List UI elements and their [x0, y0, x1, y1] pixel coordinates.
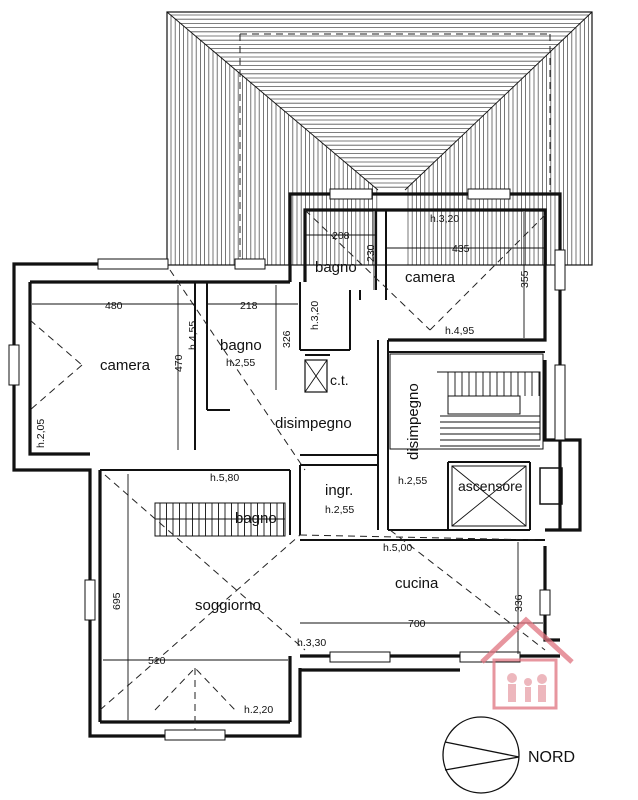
windows — [8, 188, 566, 741]
stairwell — [389, 353, 544, 450]
elevator-shaft — [451, 465, 563, 527]
height-bagno-left: h.2,55 — [226, 357, 255, 369]
height-soggiorno-bottom: h.3,30 — [297, 637, 326, 649]
room-disimpegno-vertical: disimpegno — [405, 383, 422, 460]
height-camera-window: h.2,05 — [35, 419, 47, 448]
north-compass: NORD — [442, 716, 575, 794]
dim-230: 230 — [365, 244, 377, 262]
height-disimpegno: h.2,55 — [398, 475, 427, 487]
dim-510: 510 — [148, 655, 166, 667]
room-camera-right: camera — [405, 269, 456, 286]
height-camera-right-bottom: h.4,95 — [445, 325, 474, 337]
room-cucina: cucina — [395, 575, 439, 592]
room-bagno-left: bagno — [220, 337, 262, 354]
height-cucina: h.5,00 — [383, 542, 412, 554]
compass-label: NORD — [528, 749, 575, 766]
inner-walls — [100, 210, 545, 541]
height-bay-window: h.2,20 — [244, 704, 273, 716]
height-camera-right-top: h.3,20 — [430, 213, 459, 225]
room-ingr: ingr. — [325, 482, 353, 499]
room-ascensore: ascensore — [458, 478, 523, 494]
dim-700: 700 — [408, 618, 426, 630]
room-ct: c.t. — [330, 372, 349, 388]
dim-355: 355 — [519, 270, 531, 288]
dim-480: 480 — [105, 300, 123, 312]
height-bagno-top: h.3,20 — [309, 301, 321, 330]
room-bagno-stairs: bagno — [235, 510, 277, 527]
dimension-lines — [32, 212, 545, 720]
staircase-soggiorno — [154, 502, 286, 537]
height-soggiorno-top: h.5,80 — [210, 472, 239, 484]
dim-326: 326 — [281, 330, 293, 348]
height-ingr: h.2,55 — [325, 504, 354, 516]
dim-695: 695 — [111, 592, 123, 610]
roof-area — [166, 11, 593, 266]
room-disimpegno-center: disimpegno — [275, 415, 352, 432]
diagonal-lines — [29, 209, 546, 730]
dim-218: 218 — [240, 300, 258, 312]
room-camera-left: camera — [100, 357, 151, 374]
agency-logo-house — [480, 616, 574, 710]
height-camera-left: h.4,55 — [187, 321, 199, 350]
dim-470: 470 — [173, 354, 185, 372]
room-soggiorno: soggiorno — [195, 597, 261, 614]
dim-336: 336 — [513, 594, 525, 612]
dim-208: 208 — [332, 230, 350, 242]
room-bagno-top: bagno — [315, 259, 357, 276]
ct-box — [304, 359, 328, 393]
dim-435: 435 — [452, 243, 470, 255]
